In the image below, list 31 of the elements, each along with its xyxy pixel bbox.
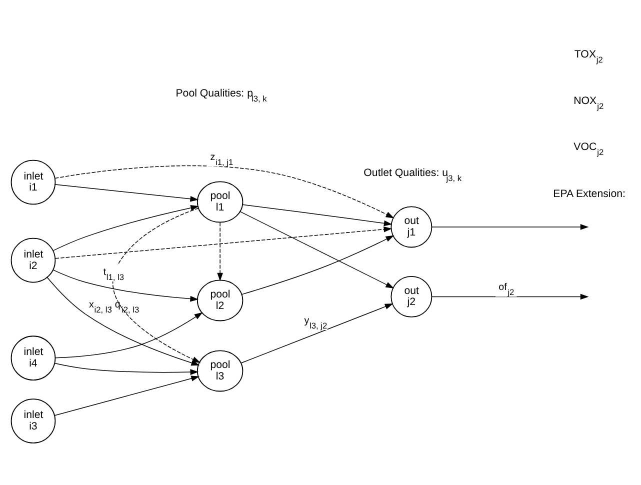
arrow [54, 226, 392, 259]
node-ellipse: pool l3 [196, 350, 244, 392]
arrow [112, 208, 201, 363]
node-circle: out j2 [390, 276, 432, 318]
arrow [52, 270, 199, 302]
label: VOC$_{j2}$ [574, 141, 604, 158]
node-circle: out j1 [390, 206, 432, 248]
arrow [240, 211, 394, 288]
arrow [54, 184, 199, 202]
arrow [241, 235, 394, 295]
arrow [54, 312, 203, 358]
arrow [54, 376, 200, 416]
label: Pool Qualities: p$_{l3, k}$ [176, 87, 267, 104]
arrow [242, 204, 392, 226]
arrow [54, 165, 394, 218]
node-ellipse: pool l2 [196, 280, 244, 322]
label: EPA Extension: [553, 188, 626, 200]
node-circle: inlet i4 [10, 336, 56, 380]
arrow [217, 222, 223, 282]
arrow [52, 205, 199, 252]
node-circle: inlet i3 [10, 398, 56, 444]
label: Outlet Qualities: u$_{j3, k}$ [364, 166, 462, 183]
label: TOX$_{j2}$ [574, 48, 603, 65]
arrow [240, 304, 394, 364]
node-circle: inlet i2 [10, 238, 56, 283]
arrow [54, 362, 199, 375]
label: NOX$_{j2}$ [574, 94, 604, 111]
arrow [432, 294, 589, 300]
arrow [432, 224, 589, 230]
node-circle: inlet i1 [10, 160, 56, 205]
node-ellipse: pool l1 [196, 181, 244, 223]
